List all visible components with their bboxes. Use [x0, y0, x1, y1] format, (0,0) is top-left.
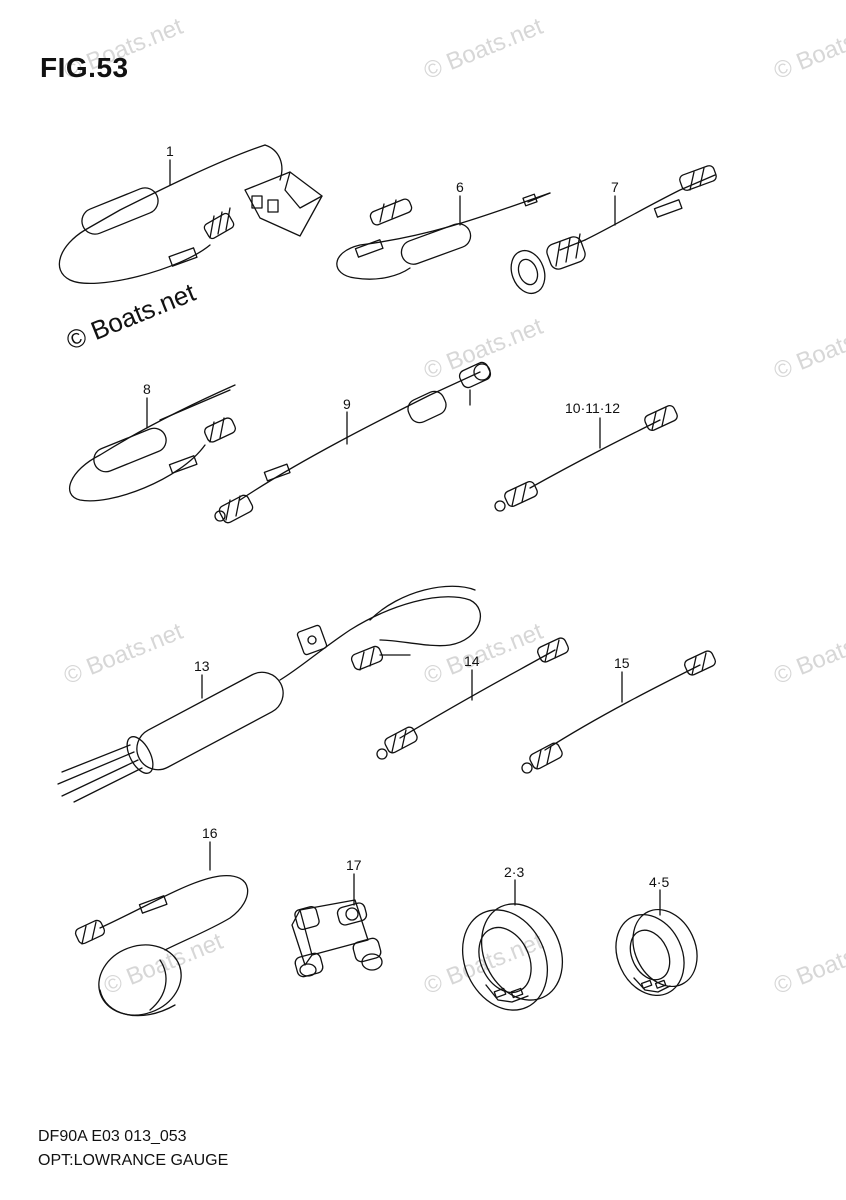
part-2-3-ring[interactable]: [447, 879, 578, 1024]
part-6-cable[interactable]: [336, 192, 551, 280]
callout-1: 1: [166, 143, 174, 159]
figure-title: FIG.53: [40, 52, 129, 83]
drawing-code: DF90A E03 013_053: [38, 1128, 187, 1145]
callout-7: 7: [611, 179, 619, 195]
callout-16: 16: [202, 825, 218, 841]
callout-14: 14: [464, 653, 480, 669]
drawing-title: OPT:LOWRANCE GAUGE: [38, 1152, 229, 1169]
callout-15: 15: [614, 655, 630, 671]
callout-17: 17: [346, 857, 362, 873]
part-8-cable[interactable]: [69, 384, 237, 502]
part-1-transducer[interactable]: [58, 144, 323, 284]
part-9-cable[interactable]: [214, 361, 492, 525]
callout-2-3: 2·3: [504, 864, 524, 880]
callout-4-5: 4·5: [649, 874, 669, 890]
part-17-t-connector[interactable]: [291, 873, 383, 978]
part-16-sensor[interactable]: [74, 841, 249, 1026]
part-13-harness[interactable]: [57, 585, 481, 803]
callout-8: 8: [143, 381, 151, 397]
callout-6: 6: [456, 179, 464, 195]
part-10-11-12-extension-cable[interactable]: [494, 404, 679, 512]
callout-13: 13: [194, 658, 210, 674]
callout-9: 9: [343, 396, 351, 412]
part-14-cable[interactable]: [376, 636, 570, 760]
part-7-thru-hull[interactable]: [505, 164, 717, 298]
callout-10-11-12: 10·11·12: [565, 400, 620, 416]
part-15-cable[interactable]: [521, 649, 717, 774]
part-4-5-ring[interactable]: [603, 889, 709, 1007]
